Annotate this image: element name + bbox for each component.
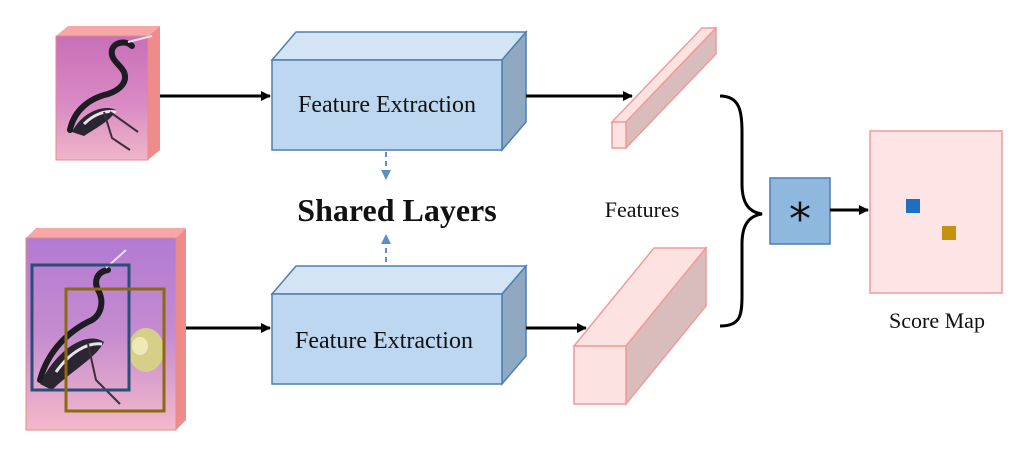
score-peak-gold <box>942 226 956 240</box>
feature-extraction-label-top: Feature Extraction <box>298 92 476 118</box>
feature-map-top <box>610 26 718 150</box>
bounding-box-blue <box>30 263 131 392</box>
feature-extraction-block-top: Feature Extraction <box>270 29 528 153</box>
curly-brace <box>719 94 763 328</box>
shared-layers-label: Shared Layers <box>297 192 496 228</box>
search-image <box>25 228 186 431</box>
bounding-box-gold <box>64 287 166 413</box>
score-peak-blue <box>906 199 920 213</box>
features-label: Features <box>605 197 680 222</box>
exemplar-image <box>55 26 160 161</box>
score-map-label: Score Map <box>889 308 985 333</box>
operator-symbol: * <box>789 194 811 245</box>
cross-correlation-operator: * <box>769 177 831 245</box>
score-map <box>869 130 1003 294</box>
feature-extraction-block-bottom: Feature Extraction <box>270 263 528 387</box>
feature-extraction-label-bottom: Feature Extraction <box>295 328 473 354</box>
feature-map-bottom <box>572 245 708 407</box>
